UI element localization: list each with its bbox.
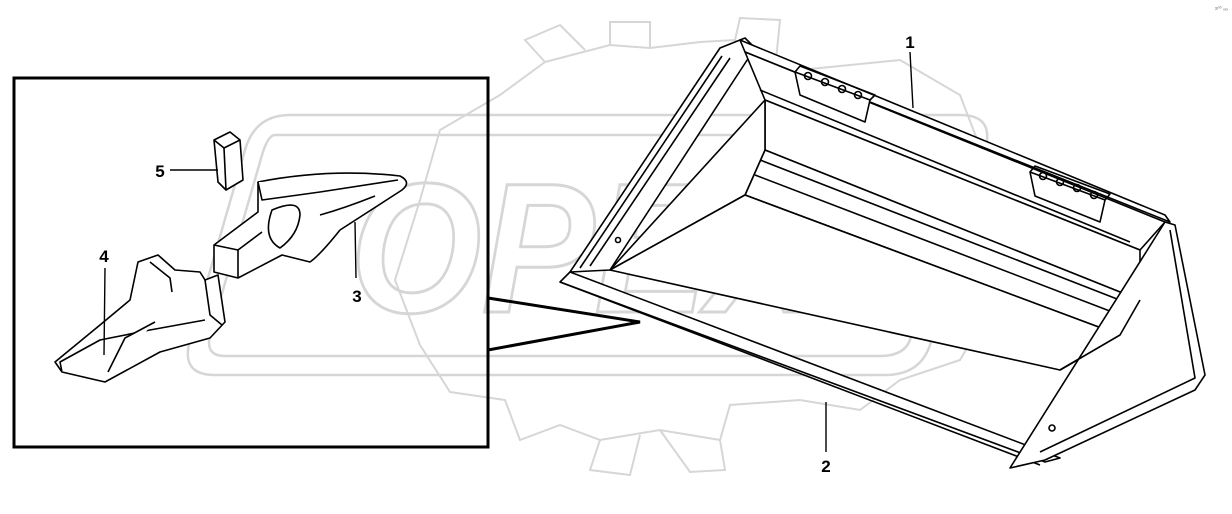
retaining-pin-drawing	[213, 131, 244, 191]
corner-reference-code: s⁰⁰ ₓₓₓ	[1215, 6, 1228, 12]
leader-line-4	[103, 267, 106, 356]
detail-leader-lines	[487, 296, 641, 352]
callout-2: 2	[821, 457, 830, 476]
detail-box	[12, 76, 490, 449]
callout-4: 4	[99, 247, 109, 266]
callout-1: 1	[905, 33, 914, 52]
leader-line-3	[354, 221, 357, 279]
leader-line-1	[909, 51, 914, 109]
tooth-drawing	[54, 254, 226, 383]
callout-5: 5	[155, 162, 164, 181]
callout-leaders	[103, 51, 914, 452]
callout-3: 3	[352, 287, 361, 306]
tooth-adapter-drawing	[213, 172, 408, 279]
bucket-drawing	[559, 37, 1206, 469]
